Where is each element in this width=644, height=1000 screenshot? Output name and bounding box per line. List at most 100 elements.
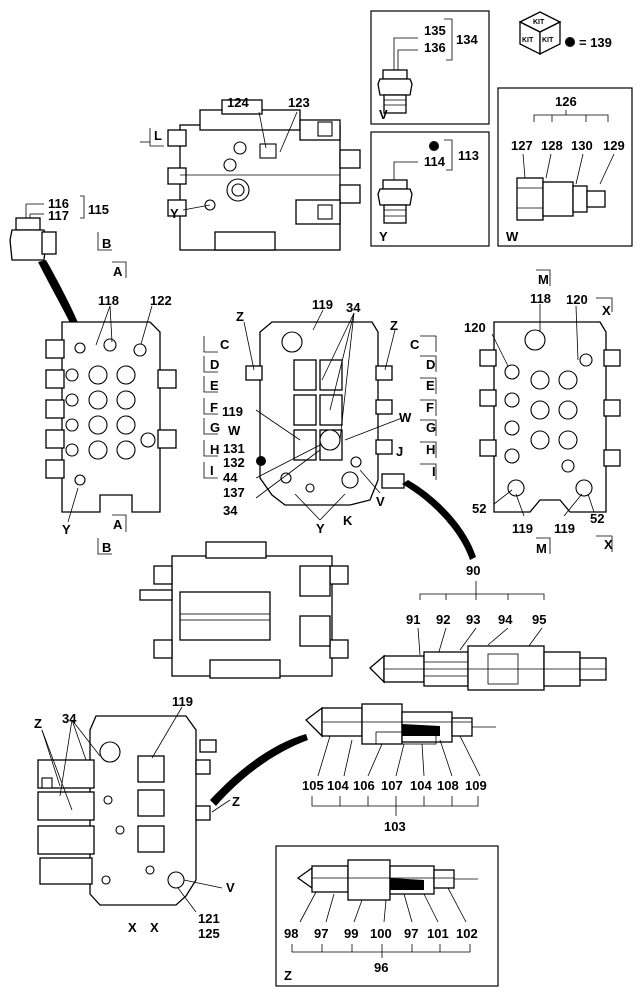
center-left-sections: C D E F G H I xyxy=(203,336,230,479)
right-section-m-bottom: M xyxy=(536,541,547,556)
valve-103-part-107: 107 xyxy=(381,778,403,793)
valve-103-part-104-b: 104 xyxy=(410,778,432,793)
center-label-y: Y xyxy=(316,521,325,536)
center-label-z-left: Z xyxy=(236,309,244,324)
inset-v: 135 136 134 V xyxy=(370,10,490,125)
inset-v-letter: V xyxy=(379,107,388,122)
bottom-left-x-mark-2: X xyxy=(150,920,159,935)
right-section-x-top: X xyxy=(602,303,611,318)
inset-y-letter: Y xyxy=(379,229,388,244)
right-view-label-52-right: 52 xyxy=(590,511,604,526)
plug-115-part-1: 116 xyxy=(48,196,69,211)
relief-valve-90: 90 91 92 93 94 95 xyxy=(369,563,607,691)
kit-label-left: KIT xyxy=(522,37,534,44)
center-left-section-c: C xyxy=(220,337,230,352)
center-right-section-c: C xyxy=(410,337,420,352)
side-view-valve xyxy=(139,541,349,679)
left-view-label-122: 122 xyxy=(150,293,172,308)
bottom-left-label-119: 119 xyxy=(172,694,193,709)
kit-label-right: KIT xyxy=(542,37,554,44)
inset-z-part-99: 99 xyxy=(344,926,358,941)
inset-y-part-1: 114 xyxy=(424,154,446,169)
valve-90-group: 90 xyxy=(466,563,480,578)
center-left-section-g: G xyxy=(210,420,220,435)
right-section-x-bottom: X xyxy=(604,537,613,552)
inset-v-part-1: 135 xyxy=(424,23,446,38)
center-label-131: 131 xyxy=(223,441,245,456)
right-view-label-119-right: 119 xyxy=(554,521,575,536)
center-label-44: 44 xyxy=(223,470,238,485)
top-view-label-124: 124 xyxy=(227,95,249,110)
top-view-section-l: L xyxy=(154,128,162,143)
kit-label-top: KIT xyxy=(533,19,545,26)
plug-115-part-2: 117 xyxy=(48,208,69,223)
inset-z-part-98: 98 xyxy=(284,926,298,941)
inset-w: 126 127 128 130 129 W xyxy=(497,87,633,247)
bottom-left-label-34: 34 xyxy=(62,711,77,726)
bottom-left-label-z-right: Z xyxy=(232,794,240,809)
inset-z: 98 97 99 100 97 101 102 96 Z xyxy=(275,845,499,987)
top-view-label-123: 123 xyxy=(288,95,310,110)
inset-y-kit-dot xyxy=(429,141,439,151)
bottom-left-label-121: 121 xyxy=(198,911,220,926)
center-right-section-i: I xyxy=(432,464,436,479)
left-section-a-top: A xyxy=(113,264,123,279)
center-label-34-bottom: 34 xyxy=(223,503,238,518)
bottom-left-label-z-left: Z xyxy=(34,716,42,731)
center-label-137: 137 xyxy=(223,485,245,500)
center-label-z-right: Z xyxy=(390,318,398,333)
right-view-valve: M X 118 120 120 52 119 xyxy=(464,269,621,556)
valve-103-part-109: 109 xyxy=(465,778,487,793)
kit-equals-ref: = 139 xyxy=(579,35,612,50)
center-right-section-g: G xyxy=(426,420,436,435)
inset-w-part-3: 130 xyxy=(571,138,593,153)
center-right-section-d: D xyxy=(426,357,435,372)
right-view-label-118: 118 xyxy=(530,291,551,306)
valve-103-part-108: 108 xyxy=(437,778,459,793)
valve-103-part-105: 105 xyxy=(302,778,324,793)
inset-z-part-97-a: 97 xyxy=(314,926,328,941)
inset-z-part-102: 102 xyxy=(456,926,478,941)
inset-w-part-2: 128 xyxy=(541,138,563,153)
left-section-a-bottom: A xyxy=(113,517,123,532)
center-left-section-e: E xyxy=(210,378,219,393)
center-label-34-top: 34 xyxy=(346,300,361,315)
center-left-section-i: I xyxy=(210,463,214,478)
inset-z-letter: Z xyxy=(284,968,292,983)
left-view-valve: B A 118 122 Y A xyxy=(45,232,177,555)
kit-legend: KIT KIT KIT = 139 xyxy=(518,11,612,56)
right-view-label-52-left: 52 xyxy=(472,501,486,516)
kit-dot-icon xyxy=(565,37,575,47)
center-right-sections: C D E F G H I xyxy=(410,335,437,480)
center-label-k: K xyxy=(343,513,353,528)
right-view-label-120-right: 120 xyxy=(566,292,588,307)
valve-90-part-93: 93 xyxy=(466,612,480,627)
center-right-section-h: H xyxy=(426,442,435,457)
center-view-valve: 119 34 Z Z W 119 W 131 132 44 137 34 Y K… xyxy=(203,297,476,560)
right-section-m-top: M xyxy=(538,272,549,287)
top-view-valve: L 124 123 Y xyxy=(140,95,361,251)
center-label-119-left: 119 xyxy=(222,404,243,419)
center-label-w-right: W xyxy=(399,410,412,425)
inset-v-part-2: 136 xyxy=(424,40,446,55)
inset-z-part-101: 101 xyxy=(427,926,449,941)
valve-103-group: 103 xyxy=(384,819,406,834)
inset-v-group: 134 xyxy=(456,32,478,47)
bottom-left-label-v: V xyxy=(226,880,235,895)
valve-103-part-104-a: 104 xyxy=(327,778,349,793)
top-view-label-y: Y xyxy=(170,206,179,221)
inset-z-part-100: 100 xyxy=(370,926,392,941)
center-right-section-f: F xyxy=(426,400,434,415)
valve-90-part-92: 92 xyxy=(436,612,450,627)
center-right-section-e: E xyxy=(426,378,435,393)
relief-valve-103: 105 104 106 107 104 108 109 103 xyxy=(302,703,496,834)
bottom-left-label-125: 125 xyxy=(198,926,220,941)
bottom-left-view-valve: 34 Z 119 Z V 121 125 X X xyxy=(34,694,308,941)
inset-w-group: 126 xyxy=(555,94,577,109)
valve-90-part-91: 91 xyxy=(406,612,420,627)
center-label-119-top: 119 xyxy=(312,297,333,312)
right-view-label-119-left: 119 xyxy=(512,521,533,536)
center-label-v: V xyxy=(376,494,385,509)
